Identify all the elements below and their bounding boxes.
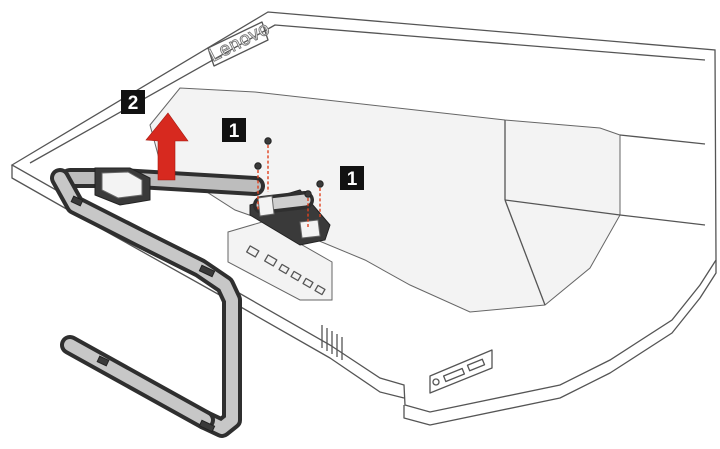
- vent-slots: [321, 325, 343, 360]
- callout-1-label: 1: [229, 121, 240, 142]
- screw-guides: [254, 137, 324, 228]
- side-ports: [429, 349, 493, 394]
- rear-port-area: [227, 221, 333, 301]
- screw-icon: [254, 137, 324, 198]
- callout-2-label: 2: [128, 93, 139, 114]
- stand: [50, 167, 265, 438]
- callout-1-label: 1: [347, 169, 358, 190]
- up-arrow-icon: [145, 112, 189, 181]
- callout-1-left: 1: [222, 118, 246, 142]
- callout-2: 2: [121, 90, 145, 114]
- callout-1-right: 1: [340, 166, 364, 190]
- hinge-bracket: [249, 189, 331, 246]
